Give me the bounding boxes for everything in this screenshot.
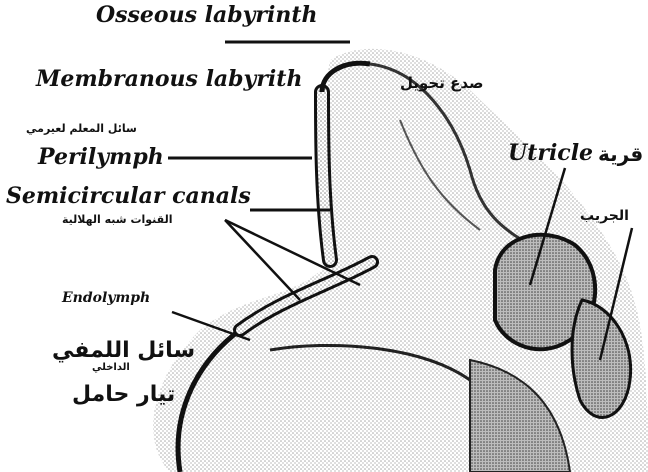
label-endolymph: Endolymph	[62, 290, 150, 306]
label-perilymph: Perilymph	[38, 144, 164, 170]
label-utricle: Utricle	[508, 140, 593, 166]
semicircular-pointer-a	[225, 220, 300, 300]
label-endolymph-ar-small: الداخلي	[92, 362, 130, 373]
label-endolymph-ar: سائل اللمفي	[52, 338, 195, 363]
label-utricle-ar: قرية	[598, 142, 643, 166]
label-osseous-labyrinth: Osseous labyrinth	[96, 2, 318, 28]
label-current-ar: تيار حامل	[72, 382, 175, 407]
label-perilymph-ar: سائل المعلم لعيرمي	[26, 122, 137, 135]
label-membranous-labyrinth: Membranous labyrith	[36, 66, 302, 92]
label-semicircular-canals: Semicircular canals	[6, 183, 251, 209]
label-saccule-ar: الجريب	[580, 208, 629, 224]
label-crack-ar: صدع تحويل	[400, 74, 484, 92]
label-semicircular-ar: القنوات شبه الهلالية	[62, 213, 172, 226]
